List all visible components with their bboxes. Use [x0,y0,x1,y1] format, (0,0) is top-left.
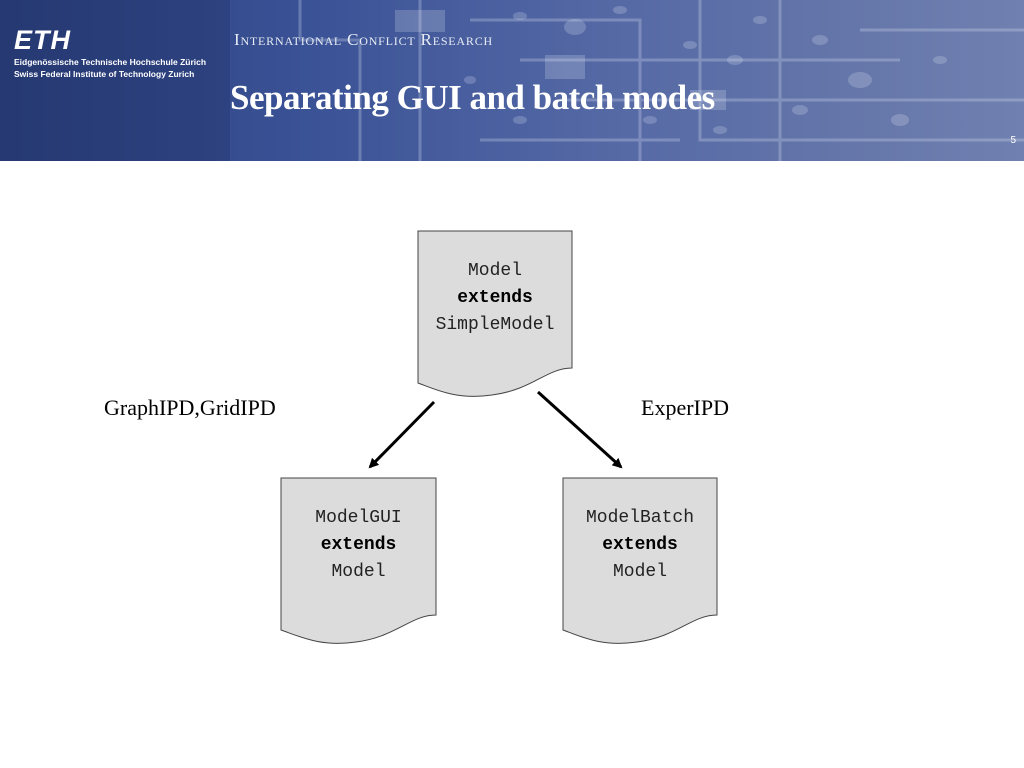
group-name: International Conflict Research [234,30,493,49]
node-model: Model extends SimpleModel [417,230,573,402]
institution-name-de: Eidgenössische Technische Hochschule Zür… [14,57,207,67]
slide-number: 5 [1010,135,1016,146]
node-model-gui: ModelGUI extends Model [280,477,437,649]
header-banner: ETH Eidgenössische Technische Hochschule… [0,0,1024,161]
edge-label-batch: ExperIPD [641,395,729,420]
arrow-to-model-batch [536,390,623,469]
node-parent-name: SimpleModel [435,315,555,335]
node-keyword: extends [457,288,533,308]
node-parent-name: Model [331,562,386,582]
node-parent-name: Model [612,562,667,582]
node-class-name: ModelGUI [315,508,402,528]
node-model-batch-text: ModelBatch extends Model [562,505,718,586]
document-shape [562,477,718,644]
node-model-text: Model extends SimpleModel [417,258,573,339]
eth-logo: ETH [14,25,71,55]
arrow-to-model-gui [368,400,436,469]
node-class-name: ModelBatch [585,508,695,528]
node-class-name: Model [467,261,522,281]
circuit-board-background [0,0,1024,161]
node-keyword: extends [602,535,678,555]
institution-name-en: Swiss Federal Institute of Technology Zu… [14,69,195,79]
slide-title: Separating GUI and batch modes [230,78,715,117]
node-model-batch: ModelBatch extends Model [562,477,718,649]
document-shape [417,230,573,397]
node-keyword: extends [320,535,397,555]
document-shape [280,477,437,644]
node-model-gui-text: ModelGUI extends Model [280,505,437,586]
edge-label-gui: GraphIPD,GridIPD [104,395,276,420]
